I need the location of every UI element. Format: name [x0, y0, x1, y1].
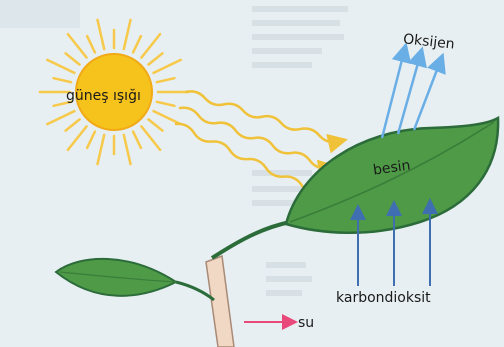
- plant-stem: [206, 256, 234, 347]
- carbon-dioxide-label: karbondioksit: [336, 290, 431, 306]
- sun-ray: [87, 36, 95, 52]
- small-leaf-petiole: [176, 282, 214, 300]
- sun-ray: [141, 126, 160, 149]
- sun-ray: [148, 119, 162, 130]
- light-wave-1: [185, 89, 339, 144]
- sun-ray: [98, 20, 105, 49]
- light-wave-2: [179, 105, 330, 171]
- sun-ray: [133, 36, 141, 52]
- light-wave-3: [175, 121, 321, 197]
- water-label: su: [298, 315, 314, 331]
- sun-ray: [124, 135, 131, 164]
- sun-ray: [157, 78, 175, 82]
- sunlight-label: güneş ışığı: [66, 88, 141, 104]
- sun-ray: [66, 53, 80, 64]
- sun-ray: [47, 111, 74, 124]
- sun-ray: [54, 78, 72, 82]
- oxygen-arrows: [382, 52, 440, 138]
- sun-ray: [87, 132, 95, 148]
- leaf-petiole: [212, 222, 290, 258]
- sun-ray: [154, 111, 181, 124]
- sun-ray: [68, 34, 87, 58]
- sun-ray: [157, 102, 175, 106]
- sun-ray: [133, 132, 141, 148]
- oxygen-arrow-3: [414, 62, 440, 130]
- sun-ray: [66, 119, 80, 130]
- sun-ray: [68, 126, 87, 149]
- sun-ray: [47, 60, 74, 73]
- sun-ray: [154, 60, 181, 73]
- sun-ray: [141, 34, 160, 58]
- sun-ray: [124, 20, 131, 49]
- sun-ray: [98, 135, 105, 164]
- background-text-blocks: [0, 0, 348, 296]
- sun-ray: [148, 53, 162, 64]
